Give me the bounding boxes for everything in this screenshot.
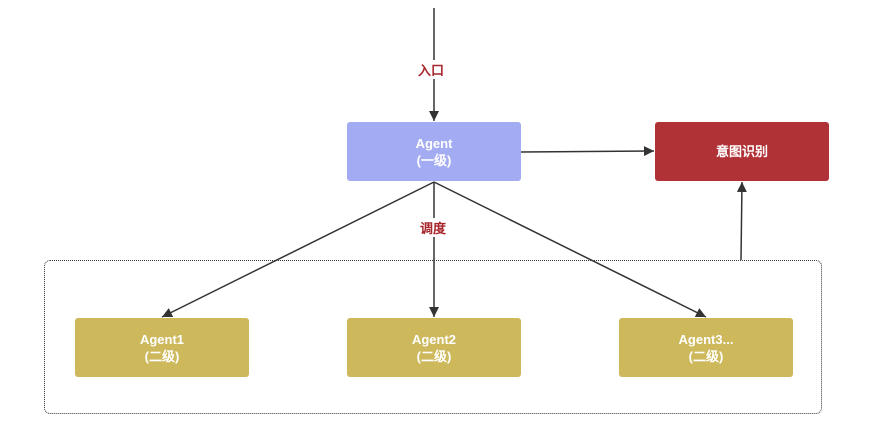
sub-agent-level: (二级) bbox=[144, 348, 180, 364]
sub-agent-title: Agent1 bbox=[139, 331, 185, 347]
primary-agent-level: (一级) bbox=[416, 152, 452, 168]
entry-edge-label: 入口 bbox=[417, 60, 446, 79]
primary-agent-title: Agent bbox=[415, 135, 453, 151]
intent-recognition-node[interactable]: 意图识别 bbox=[655, 122, 829, 181]
sub-agent-node-3[interactable]: Agent3... (二级) bbox=[619, 318, 793, 377]
sub-agent-node-2[interactable]: Agent2 (二级) bbox=[347, 318, 521, 377]
sub-agent-level: (二级) bbox=[688, 348, 724, 364]
sub-agent-title: Agent3... bbox=[678, 331, 734, 347]
edge-main-to-agent3 bbox=[433, 181, 707, 318]
edge-main-to-intent bbox=[520, 146, 655, 157]
sub-agent-node-1[interactable]: Agent1 (二级) bbox=[75, 318, 249, 377]
edge-group-to-intent bbox=[736, 181, 747, 261]
dispatch-edge-label: 调度 bbox=[419, 218, 448, 237]
primary-agent-node[interactable]: Agent (一级) bbox=[347, 122, 521, 181]
sub-agent-level: (二级) bbox=[416, 348, 452, 364]
sub-agent-group-box bbox=[44, 260, 822, 414]
edge-main-to-agent1 bbox=[161, 181, 435, 318]
sub-agent-title: Agent2 bbox=[411, 331, 457, 347]
intent-recognition-label: 意图识别 bbox=[715, 144, 768, 159]
